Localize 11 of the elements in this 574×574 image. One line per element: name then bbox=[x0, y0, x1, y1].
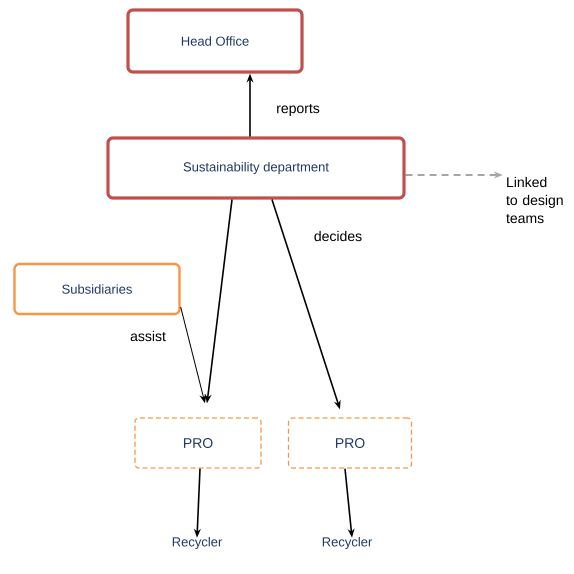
dashed-box: PRO bbox=[288, 417, 412, 469]
org-box: Subsidiaries bbox=[13, 262, 181, 316]
node-text: Recycler bbox=[172, 536, 222, 550]
org-box: Head Office bbox=[126, 8, 304, 74]
edge-label: decides bbox=[312, 230, 364, 242]
node-text: Linked to design teams bbox=[506, 176, 563, 224]
node-text: Recycler bbox=[322, 536, 372, 550]
edge-label: assist bbox=[129, 330, 167, 342]
dashed-box: PRO bbox=[134, 417, 262, 469]
org-box: Sustainability department bbox=[106, 136, 406, 200]
edge-label: reports bbox=[275, 103, 321, 117]
